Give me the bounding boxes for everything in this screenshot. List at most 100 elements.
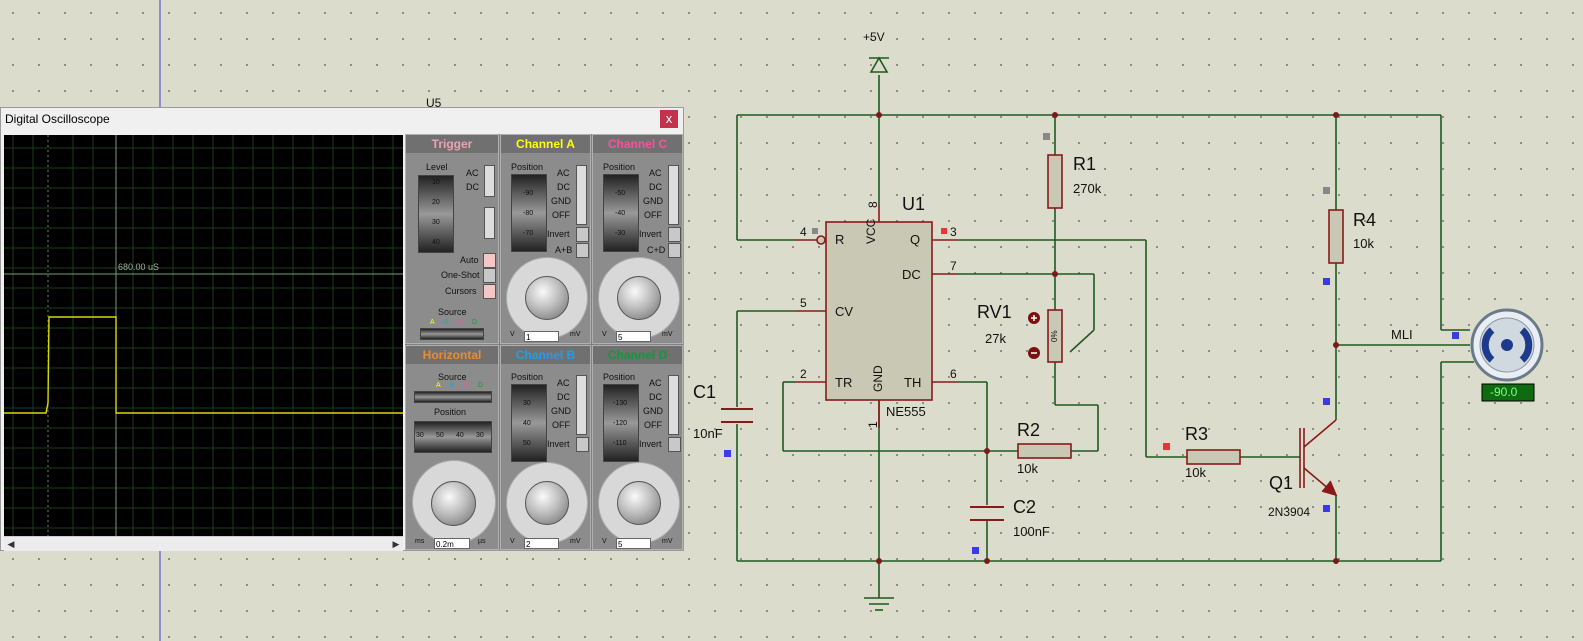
- horizontal-position-tick-2: 50: [436, 432, 444, 439]
- channel-c-dc-label: DC: [649, 182, 662, 192]
- trigger-level-label: Level: [426, 162, 448, 172]
- motor-readout-box: [1481, 383, 1535, 402]
- channel-d-scale-value[interactable]: 5: [616, 538, 651, 549]
- r3-resistor[interactable]: [1186, 449, 1241, 465]
- channel-d-gnd-label: GND: [643, 406, 663, 416]
- channel-a-dc-label: DC: [557, 182, 570, 192]
- u1-pin-th-label: TH: [904, 375, 922, 390]
- channel-b-title: Channel B: [501, 346, 590, 364]
- rv1-adjust-icon[interactable]: [1028, 312, 1040, 359]
- channel-d-tick-2: -120: [613, 420, 628, 427]
- c2-capacitor[interactable]: [970, 506, 1004, 521]
- c2-ref-label: C2: [1013, 497, 1037, 517]
- channel-a-coupling-switch[interactable]: [576, 165, 587, 225]
- trigger-title: Trigger: [406, 135, 498, 153]
- c1-capacitor[interactable]: [721, 408, 753, 423]
- horizontal-source-slider[interactable]: [414, 391, 492, 403]
- channel-b-position-label: Position: [511, 372, 544, 382]
- horizontal-unit-left: ms: [415, 538, 425, 545]
- trigger-source-slider[interactable]: [420, 328, 484, 340]
- channel-c-ac-label: AC: [649, 168, 662, 178]
- channel-a-trace: [4, 316, 403, 414]
- channel-b-scale-knob[interactable]: [525, 481, 569, 525]
- rv1-ref-label: RV1: [977, 302, 1012, 322]
- trigger-coupling-switch[interactable]: [484, 165, 495, 197]
- rv1-percent-label: 0%: [1050, 330, 1059, 342]
- trigger-level-slider[interactable]: [418, 175, 454, 253]
- channel-c-invert-button[interactable]: [668, 227, 681, 242]
- r1-value-label: 270k: [1073, 181, 1102, 196]
- channel-b-invert-button[interactable]: [576, 437, 589, 452]
- trigger-ac-label: AC: [466, 168, 479, 178]
- r4-value-label: 10k: [1353, 236, 1374, 251]
- channel-a-combine-button[interactable]: [576, 243, 589, 258]
- channel-d-coupling-switch[interactable]: [668, 375, 679, 435]
- trigger-source-b: B: [444, 319, 449, 326]
- trigger-cursors-button[interactable]: [483, 284, 496, 299]
- channel-c-scale-knob[interactable]: [617, 276, 661, 320]
- q1-transistor[interactable]: [1299, 419, 1338, 497]
- ground-icon[interactable]: [864, 597, 894, 611]
- pin-markers: [724, 133, 1459, 554]
- channel-b-unit-left: V: [510, 538, 515, 545]
- c2-value-label: 100nF: [1013, 524, 1050, 539]
- trigger-oneshot-label: One-Shot: [441, 270, 480, 280]
- pin-number-2: 2: [800, 367, 807, 381]
- trigger-auto-button[interactable]: [483, 253, 496, 268]
- channel-b-tick-2: 40: [523, 420, 531, 427]
- horizontal-timebase-knob[interactable]: [431, 481, 476, 526]
- trigger-oneshot-button[interactable]: [483, 268, 496, 283]
- horizontal-timebase-value[interactable]: 0.2m: [434, 538, 470, 549]
- channel-a-scale-value[interactable]: 1: [524, 331, 559, 342]
- channel-d-scale-knob[interactable]: [617, 481, 661, 525]
- trigger-edge-switch[interactable]: [484, 207, 495, 239]
- trigger-level-tick-1: 10: [432, 179, 440, 186]
- supply-label: +5V: [863, 30, 885, 44]
- power-terminal-icon[interactable]: [869, 56, 889, 73]
- channel-a-position-slider[interactable]: [511, 174, 547, 252]
- scroll-left-icon[interactable]: ◀: [7, 539, 15, 549]
- channel-c-title: Channel C: [593, 135, 682, 153]
- close-button[interactable]: x: [660, 110, 678, 128]
- r1-resistor[interactable]: [1047, 154, 1063, 209]
- horizontal-scrollbar[interactable]: ◀ ▶: [4, 536, 403, 551]
- r4-resistor[interactable]: [1328, 209, 1344, 264]
- oscilloscope-title: Digital Oscilloscope: [5, 112, 110, 126]
- r2-value-label: 10k: [1017, 461, 1038, 476]
- channel-c-combine-button[interactable]: [668, 243, 681, 258]
- r4-ref-label: R4: [1353, 210, 1377, 230]
- channel-a-invert-button[interactable]: [576, 227, 589, 242]
- channel-d-dc-label: DC: [649, 392, 662, 402]
- r2-resistor[interactable]: [1017, 443, 1072, 459]
- horizontal-position-slider[interactable]: [414, 421, 492, 453]
- q1-ref-label: Q1: [1269, 473, 1294, 493]
- channel-c-tick-2: -40: [615, 210, 626, 217]
- channel-a-off-label: OFF: [552, 210, 570, 220]
- channel-d-section: Channel D Position -130 -120 -110 AC DC …: [592, 345, 683, 550]
- channel-c-scale-value[interactable]: 5: [616, 331, 651, 342]
- channel-d-position-slider[interactable]: [603, 384, 639, 462]
- u1-ref-label: U1: [902, 194, 926, 214]
- channel-b-coupling-switch[interactable]: [576, 375, 587, 435]
- channel-a-section: Channel A Position -90 -80 -70 AC DC GND…: [500, 134, 591, 344]
- channel-b-off-label: OFF: [552, 420, 570, 430]
- scroll-right-icon[interactable]: ▶: [392, 539, 400, 549]
- scope-screen[interactable]: 680.00 uS: [4, 135, 403, 536]
- channel-d-tick-3: -110: [613, 440, 627, 447]
- horizontal-position-tick-4: 30: [476, 432, 484, 439]
- motor-icon[interactable]: [1470, 308, 1544, 382]
- oscilloscope-window[interactable]: Digital Oscilloscope x: [0, 107, 684, 551]
- channel-b-scale-value[interactable]: 2: [524, 538, 559, 549]
- rv1-value-label: 27k: [985, 331, 1006, 346]
- trigger-source-a: A: [430, 319, 435, 326]
- channel-d-invert-button[interactable]: [668, 437, 681, 452]
- channel-c-coupling-switch[interactable]: [668, 165, 679, 225]
- trigger-section: Trigger Level 10 20 30 40 AC DC Auto One…: [405, 134, 499, 344]
- channel-a-scale-knob[interactable]: [525, 276, 569, 320]
- u1-ic-body[interactable]: [825, 221, 933, 401]
- horizontal-unit-right: µs: [478, 538, 486, 545]
- channel-c-position-slider[interactable]: [603, 174, 639, 252]
- channel-c-section: Channel C Position -50 -40 -30 AC DC GND…: [592, 134, 683, 344]
- rv1-potentiometer[interactable]: [1047, 309, 1063, 363]
- channel-b-position-slider[interactable]: [511, 384, 547, 462]
